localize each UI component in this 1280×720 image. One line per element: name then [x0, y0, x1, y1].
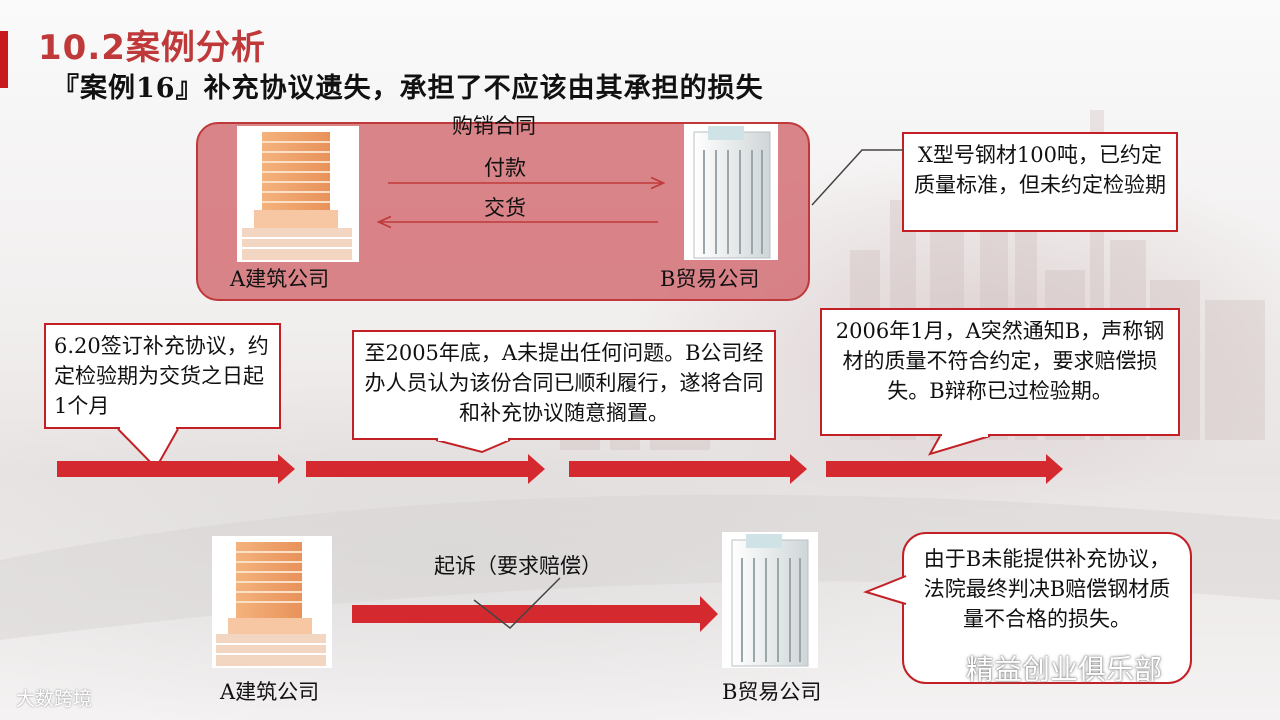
building-b-icon [684, 124, 778, 260]
note-3-pointer [930, 436, 990, 454]
watermark-right: 精益创业俱乐部 [966, 648, 1162, 688]
timeline-arrow-1 [57, 454, 295, 484]
lawsuit-arrow [352, 596, 718, 632]
timeline-arrows [57, 454, 1063, 484]
watermark-left: 大数跨境 [16, 684, 92, 711]
verdict-pointer [866, 576, 906, 604]
note-2-pointer [436, 440, 510, 452]
timeline-arrow-3 [569, 454, 807, 484]
building-a-icon [237, 126, 359, 262]
timeline-arrow-2 [306, 454, 545, 484]
timeline-arrow-4 [826, 454, 1063, 484]
lawsuit-building-b-icon [722, 532, 818, 668]
goods-note-connector [812, 150, 904, 205]
lawsuit-building-a-icon [212, 536, 332, 668]
